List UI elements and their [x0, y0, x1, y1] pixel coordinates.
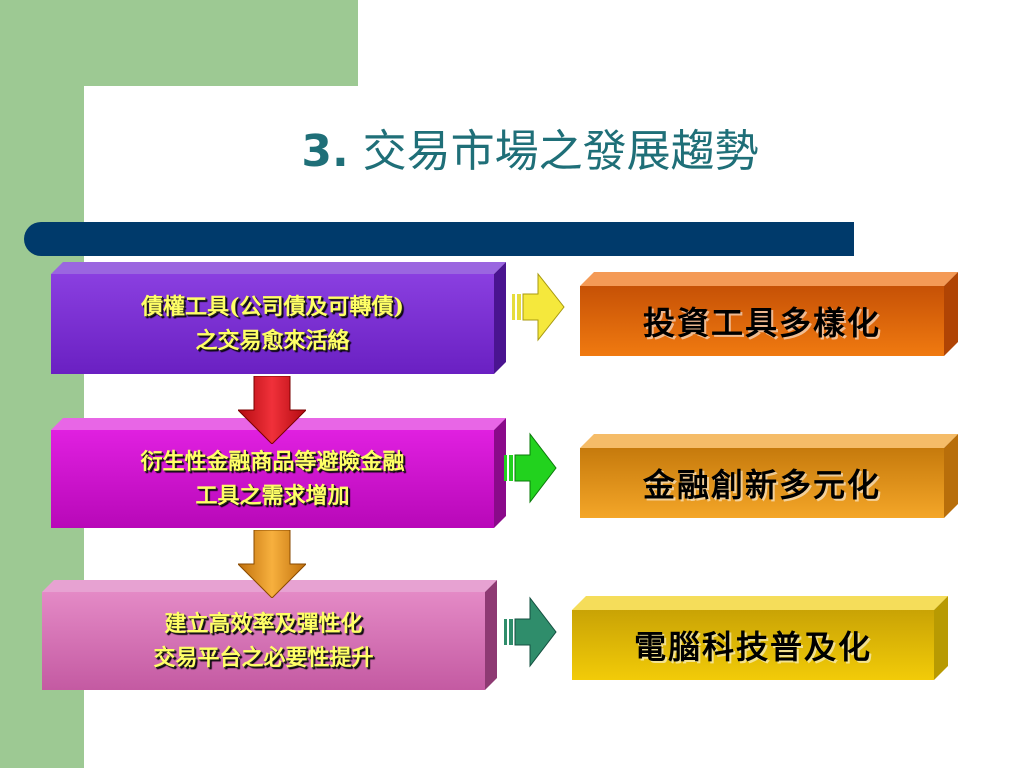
left-box-1-line2: 之交易愈來活絡: [195, 328, 350, 354]
right-arrow-3: [504, 596, 557, 668]
left-box-1: 債權工具(公司債及可轉債) 之交易愈來活絡: [51, 262, 506, 374]
right-box-2-label: 金融創新多元化: [642, 466, 881, 504]
left-box-3-line2: 交易平台之必要性提升: [153, 645, 374, 671]
right-box-1-label: 投資工具多樣化: [642, 304, 881, 342]
right-box-3-label: 電腦科技普及化: [633, 628, 872, 666]
right-box-2: 金融創新多元化: [580, 434, 958, 518]
slide-title: 3. 交易市場之發展趨勢: [180, 116, 880, 188]
right-arrow-2: [504, 432, 557, 504]
title-number: 3.: [301, 126, 349, 177]
left-box-2-line2: 工具之需求增加: [195, 483, 350, 509]
down-arrow-1: [236, 375, 308, 445]
right-box-1: 投資工具多樣化: [580, 272, 958, 356]
left-box-3: 建立高效率及彈性化 交易平台之必要性提升: [42, 580, 497, 690]
left-box-2: 衍生性金融商品等避險金融 工具之需求增加: [51, 418, 506, 528]
down-arrow-1-icon: [236, 375, 308, 445]
title-text: 交易市場之發展趨勢: [362, 126, 759, 177]
right-box-3: 電腦科技普及化: [572, 596, 948, 680]
left-box-1-line1: 債權工具(公司債及可轉債): [141, 294, 404, 320]
right-arrow-1: [512, 272, 565, 342]
right-arrow-3-icon: [504, 596, 557, 668]
down-arrow-2: [236, 529, 308, 599]
left-box-2-line1: 衍生性金融商品等避險金融: [140, 449, 405, 475]
right-arrow-2-icon: [504, 432, 557, 504]
right-arrow-1-icon: [512, 272, 565, 342]
background-green-top: [0, 0, 358, 86]
left-box-3-line1: 建立高效率及彈性化: [164, 611, 363, 637]
title-underline-bar: [24, 222, 854, 256]
down-arrow-2-icon: [236, 529, 308, 599]
